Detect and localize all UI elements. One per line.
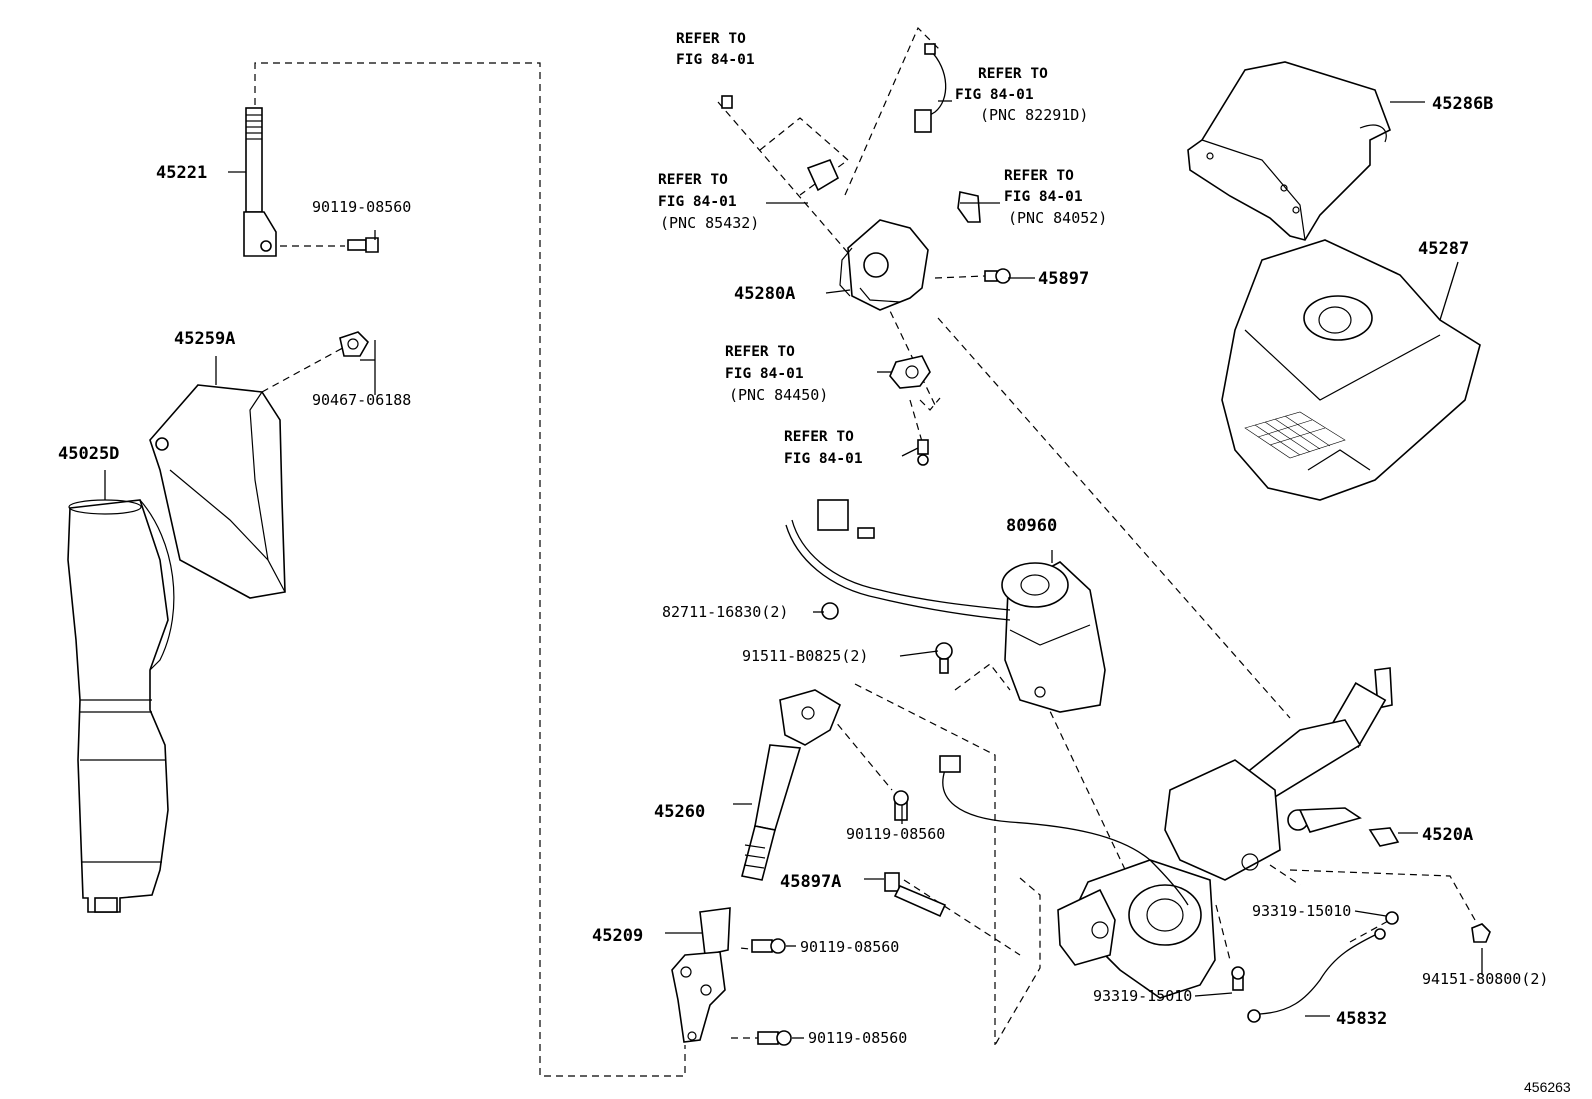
bolt-90119-mid <box>893 790 909 821</box>
label-45286B: 45286B <box>1432 94 1493 114</box>
label-4520A: 4520A <box>1422 825 1473 845</box>
motor-harness <box>785 499 1011 621</box>
leader-lines <box>104 100 1483 1039</box>
ground-wire-45832 <box>1247 928 1386 1023</box>
label-45897: 45897 <box>1038 269 1089 289</box>
screw-93319-right <box>1385 911 1399 925</box>
switch-84450 <box>889 355 931 389</box>
hole-cover-45259A <box>149 384 286 599</box>
ref4-line3: (PNC 84052) <box>1008 209 1107 227</box>
label-45025D: 45025D <box>58 444 119 464</box>
ref1-line1: REFER TO <box>676 31 746 47</box>
harness-82291D <box>914 43 947 133</box>
label-91511-B0825: 91511-B0825(2) <box>742 647 868 665</box>
steering-column-4520A <box>1057 667 1400 999</box>
ref6-line1: REFER TO <box>784 429 854 445</box>
boot-45025D <box>67 499 175 913</box>
label-94151-80800: 94151-80800(2) <box>1422 970 1548 988</box>
label-45897A: 45897A <box>780 872 841 892</box>
ref3-line1: REFER TO <box>658 172 728 188</box>
label-45280A: 45280A <box>734 284 795 304</box>
ref2-line3: (PNC 82291D) <box>980 106 1088 124</box>
label-45209: 45209 <box>592 926 643 946</box>
ref1-line2: FIG 84-01 <box>676 52 755 68</box>
clamp-82711 <box>821 602 839 620</box>
label-80960: 80960 <box>1006 516 1057 536</box>
bolt-45897A <box>884 872 947 918</box>
ref2-line2: FIG 84-01 <box>955 87 1034 103</box>
bolt-90119-bottom <box>757 1030 792 1046</box>
ref3-line2: FIG 84-01 <box>658 194 737 210</box>
screw-45897 <box>984 268 1011 284</box>
bolt-91511 <box>935 642 953 674</box>
label-90119-08560-lower: 90119-08560 <box>800 938 899 956</box>
label-45287: 45287 <box>1418 239 1469 259</box>
upper-bracket-45280A <box>839 219 929 311</box>
screw-ref-84-01-top <box>721 95 733 109</box>
ref5-line1: REFER TO <box>725 344 795 360</box>
label-90467-06188: 90467-06188 <box>312 391 411 409</box>
label-93319-15010-lower: 93319-15010 <box>1093 987 1192 1005</box>
label-45832: 45832 <box>1336 1009 1387 1029</box>
bolt-90119-lower <box>751 938 786 954</box>
label-93319-15010-right: 93319-15010 <box>1252 902 1351 920</box>
ref4-line2: FIG 84-01 <box>1004 189 1083 205</box>
label-90119-08560-bottom: 90119-08560 <box>808 1029 907 1047</box>
label-90119-08560-top: 90119-08560 <box>312 198 411 216</box>
label-90119-08560-mid: 90119-08560 <box>846 825 945 843</box>
ref5-line2: FIG 84-01 <box>725 366 804 382</box>
label-82711-16830: 82711-16830(2) <box>662 603 788 621</box>
screw-ref-84-01 <box>917 439 929 466</box>
ref3-line3: (PNC 85432) <box>660 214 759 232</box>
clip-90467 <box>339 331 369 357</box>
lower-cover-45287 <box>1221 239 1481 501</box>
harness-column <box>939 755 1189 906</box>
label-45260: 45260 <box>654 802 705 822</box>
ref2-line1: REFER TO <box>978 66 1048 82</box>
ref5-line3: (PNC 84450) <box>729 386 828 404</box>
upper-cover-45286B <box>1187 61 1392 241</box>
ref4-line1: REFER TO <box>1004 168 1074 184</box>
motor-80960 <box>1001 561 1106 713</box>
label-45221: 45221 <box>156 163 207 183</box>
intermediate-shaft-45260 <box>741 689 841 881</box>
label-45259A: 45259A <box>174 329 235 349</box>
universal-joint-45209 <box>671 907 731 1043</box>
sensor-85432 <box>806 158 840 192</box>
ref6-line2: FIG 84-01 <box>784 451 863 467</box>
illustration-number: 456263 <box>1524 1079 1571 1095</box>
screw-93319-lower <box>1231 966 1245 991</box>
nut-94151 <box>1471 923 1491 943</box>
bolt-90119-top <box>347 237 379 253</box>
switch-84052 <box>957 191 981 223</box>
assembly-guide-lines <box>254 26 1476 1077</box>
intermediate-shaft-45221 <box>243 107 277 257</box>
